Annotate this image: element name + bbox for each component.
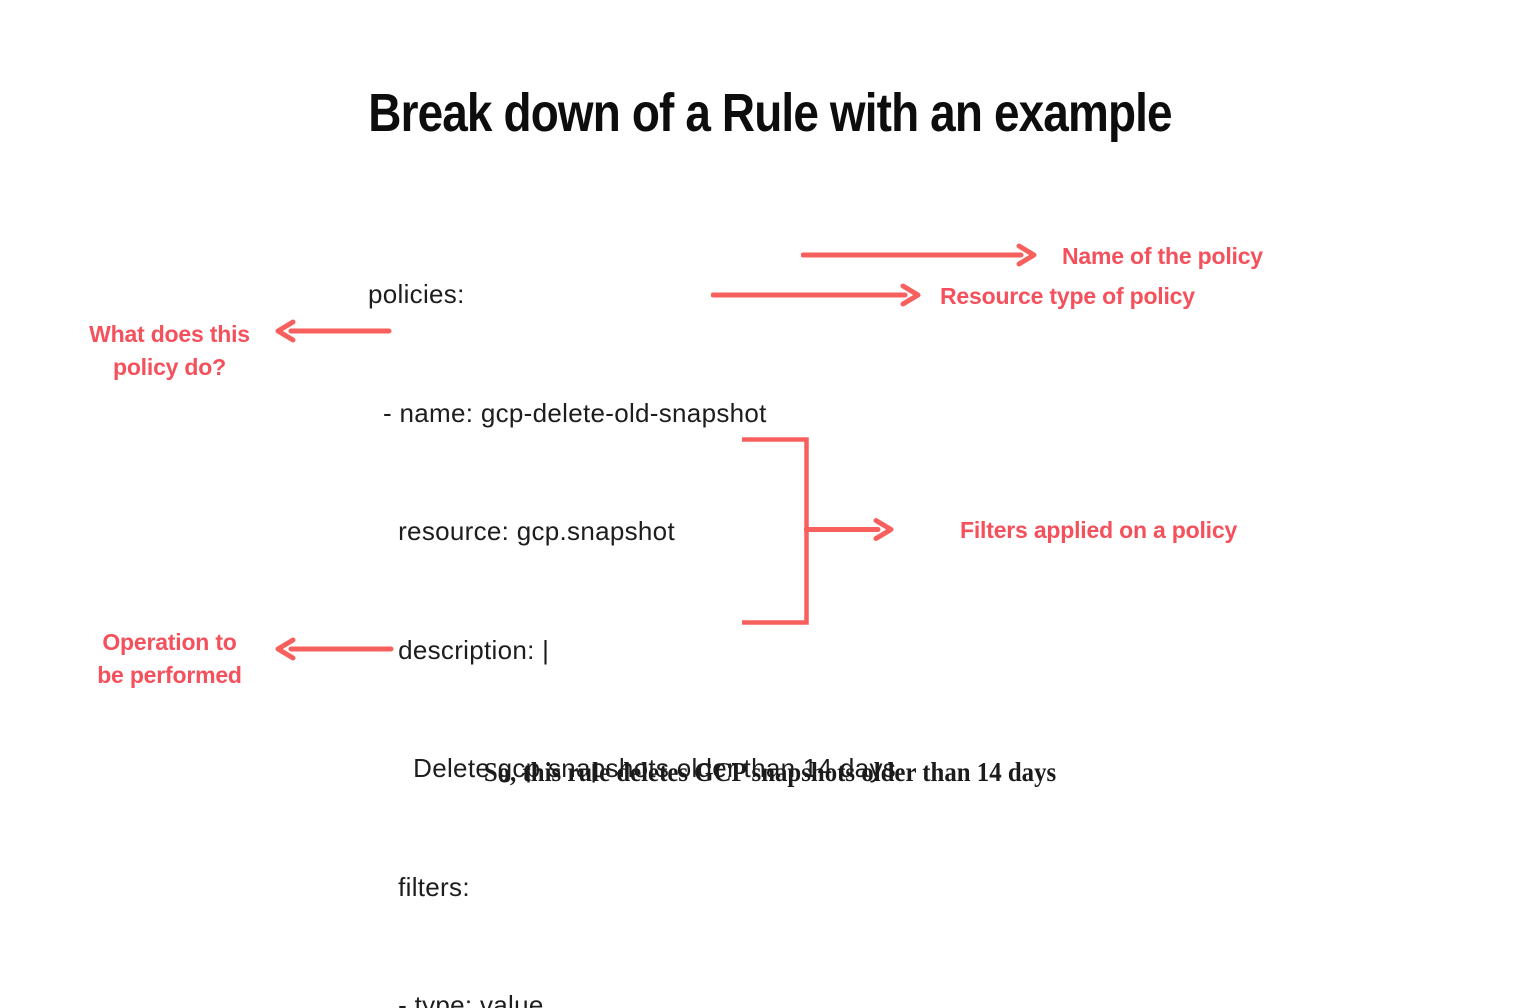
page-title: Break down of a Rule with an example (368, 83, 1172, 143)
annotation-description-line: policy do? (112, 354, 226, 380)
annotation-actions-line: Operation to (102, 629, 237, 655)
annotation-actions-line: be performed (97, 662, 242, 688)
annotation-resource-type: Resource type of policy (940, 283, 1195, 309)
code-line: policies: (368, 279, 465, 309)
annotation-name-of-policy: Name of the policy (1062, 243, 1263, 269)
code-line: description: | (368, 634, 550, 665)
code-line: resource: gcp.snapshot (368, 516, 675, 546)
arrow-left-icon (275, 319, 392, 343)
code-line: filters: (368, 871, 470, 902)
bracket-icon (742, 437, 809, 625)
code-line: - type: value (368, 990, 544, 1008)
annotation-filters: Filters applied on a policy (960, 517, 1238, 543)
annotation-actions: Operation to be performed (62, 626, 277, 692)
yaml-code-block: policies: - name: gcp-delete-old-snapsho… (368, 196, 896, 1008)
code-line: - name: gcp-delete-old-snapshot (368, 397, 767, 428)
annotation-description-line: What does this (89, 321, 250, 347)
arrow-left-icon (275, 637, 394, 661)
annotation-description: What does this policy do? (62, 318, 277, 384)
arrow-right-icon (801, 243, 1037, 267)
code-line: Delete gcp snapshots older than 14 days (368, 753, 897, 783)
arrow-right-icon (711, 283, 921, 307)
arrow-right-icon (804, 518, 894, 541)
summary-caption: So, this rule deletes GCP snapshots olde… (483, 757, 1057, 787)
